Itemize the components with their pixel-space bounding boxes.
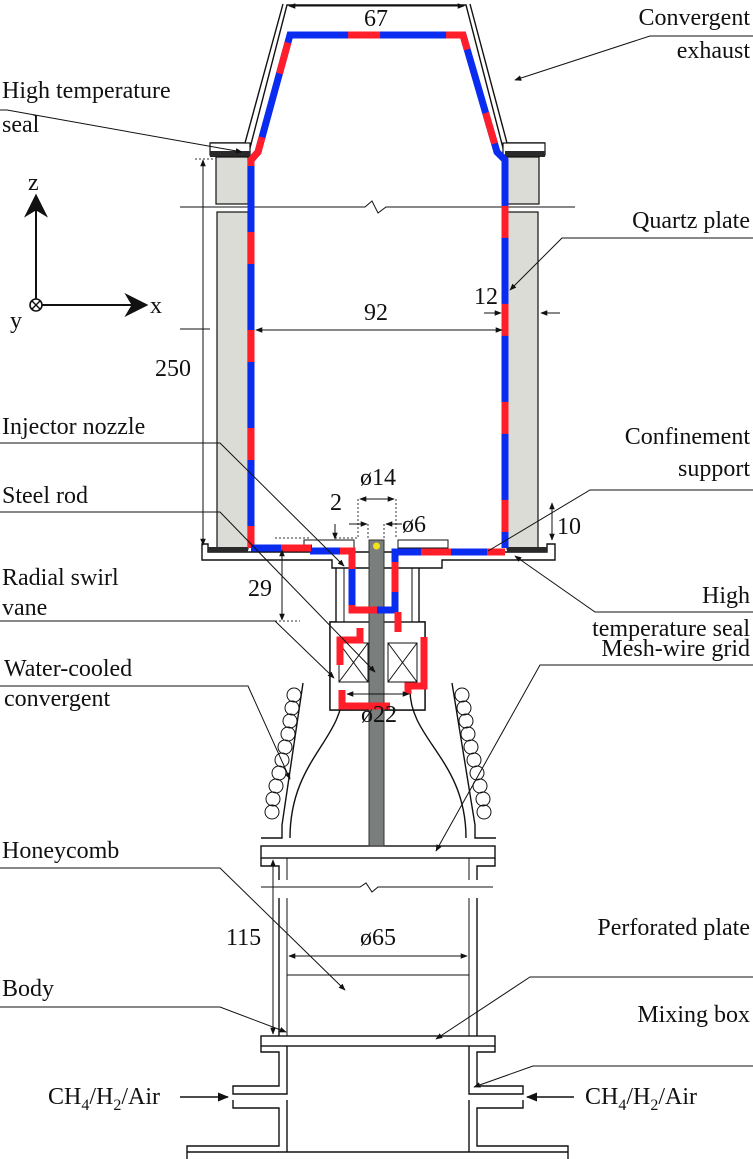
label-high-temperature-seal-bottom-1: High [702, 583, 750, 609]
high-temperature-seal-bottom-right [507, 547, 547, 552]
label-quartz-plate: Quartz plate [632, 208, 750, 234]
label-radial-swirl-vane-1: Radial swirl [2, 565, 119, 591]
label-mesh-wire-grid: Mesh-wire grid [601, 636, 750, 662]
label-convergent-exhaust-2: exhaust [677, 38, 751, 64]
label-steel-rod: Steel rod [2, 483, 88, 509]
label-high-temperature-seal-top-1: High temperature [2, 78, 171, 104]
label-water-cooled-convergent-2: convergent [4, 686, 111, 712]
label-honeycomb: Honeycomb [2, 838, 119, 864]
dim-nozzle-length: 29 [248, 576, 272, 602]
break-line-top [180, 200, 575, 214]
label-injector-nozzle: Injector nozzle [2, 414, 145, 440]
cooling-coils-right [454, 687, 492, 820]
water-cooled-convergent [261, 682, 496, 839]
dim-swirler-diameter: ø22 [361, 702, 397, 728]
dim-support-height: 10 [557, 514, 581, 540]
high-temperature-seal-top-right [505, 151, 545, 157]
component-labels: Convergent exhaust High temperature seal… [2, 5, 750, 1114]
rod-marker [373, 542, 380, 550]
perforated-plate [260, 1035, 496, 1047]
high-temperature-seal-bottom-left [208, 547, 248, 552]
dim-quartz-thickness: 12 [474, 284, 498, 310]
mixing-box [186, 1046, 569, 1159]
mesh-wire-grid [260, 845, 496, 859]
label-confinement-support-2: support [678, 456, 750, 482]
leader-lines [0, 35, 753, 1088]
dim-rod-diameter: ø6 [402, 512, 426, 538]
coordinate-axes: z x y [10, 170, 162, 334]
dim-chamber-height: 250 [155, 356, 191, 382]
label-convergent-exhaust-1: Convergent [638, 5, 750, 31]
boundary-path [247, 31, 509, 710]
label-radial-swirl-vane-2: vane [2, 595, 47, 621]
label-high-temperature-seal-top-2: seal [2, 112, 40, 138]
dim-nozzle-diameter: ø14 [360, 465, 396, 491]
steel-rod [368, 539, 385, 847]
label-inlet-right: CH4/H2/Air [585, 1084, 697, 1114]
y-axis-label: y [10, 308, 22, 334]
confinement-support [201, 539, 556, 569]
z-axis-label: z [28, 170, 39, 196]
x-axis-label: x [150, 293, 162, 319]
label-water-cooled-convergent-1: Water-cooled [4, 656, 132, 682]
label-confinement-support-1: Confinement [625, 424, 751, 450]
dim-exhaust-width: 67 [364, 6, 388, 32]
dim-chamber-width: 92 [364, 300, 388, 326]
cooling-coils-left [264, 687, 302, 820]
dim-body-length: 115 [226, 925, 261, 951]
high-temperature-seal-top-left [210, 151, 250, 157]
label-body: Body [2, 976, 54, 1002]
dim-body-diameter: ø65 [360, 925, 396, 951]
label-perforated-plate: Perforated plate [597, 915, 750, 941]
label-inlet-left: CH4/H2/Air [48, 1084, 160, 1114]
body-tube [260, 858, 496, 1036]
dimension-lines: 67 92 12 250 ø14 ø6 2 10 29 ø22 115 ø65 [155, 3, 581, 1035]
dim-gap: 2 [330, 490, 342, 516]
label-mixing-box: Mixing box [637, 1002, 750, 1028]
label-high-temperature-seal-bottom-2: temperature seal [592, 616, 750, 642]
